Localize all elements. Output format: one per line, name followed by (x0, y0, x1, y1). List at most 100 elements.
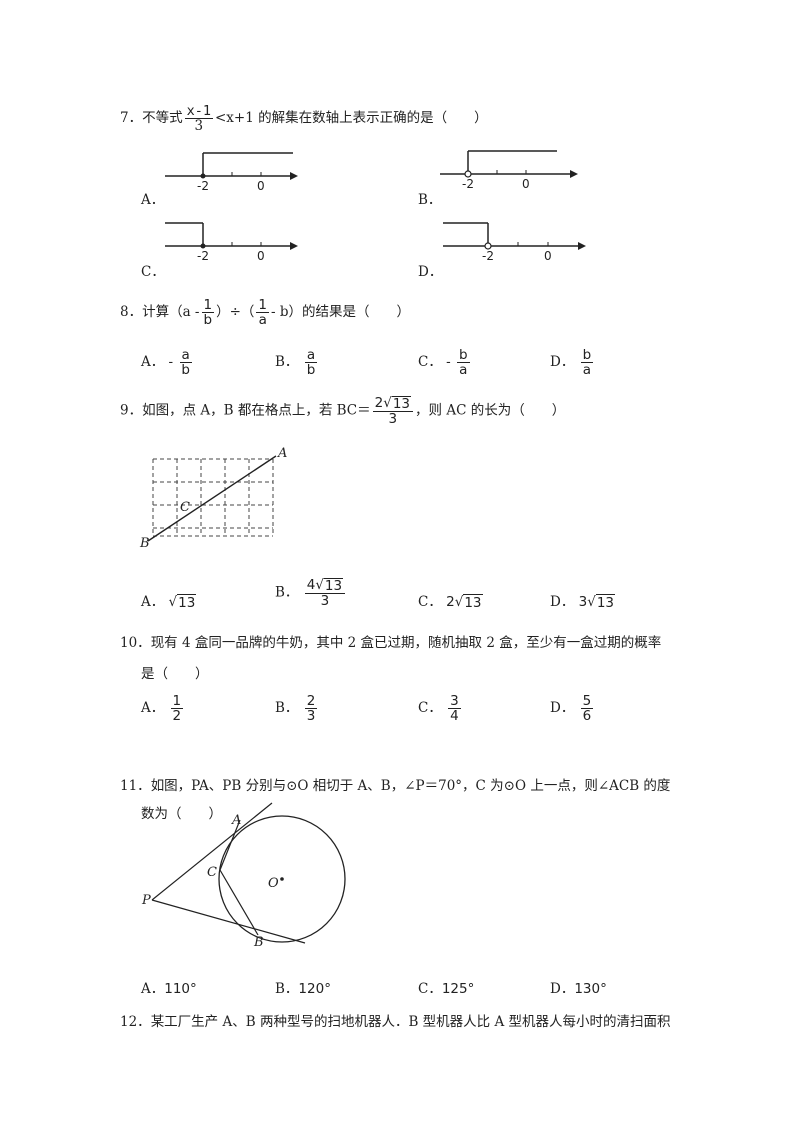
q7b-tick-neg2: -2 (462, 177, 474, 191)
q11-label-c: C (207, 865, 217, 880)
q7c-tick-neg2: -2 (197, 249, 209, 263)
q7a-tick-neg2: -2 (197, 179, 209, 193)
q8-f2-den: a (258, 312, 267, 329)
q9-option-b-rad: 13 (323, 578, 344, 594)
q9-option-d-label: D． (550, 594, 575, 610)
q8-f2-num: 1 (256, 297, 269, 314)
q8-f1-num: 1 (201, 297, 215, 314)
q9-option-c[interactable]: C． 2√13 (418, 594, 483, 611)
q9-label-a: A (277, 446, 287, 461)
q10-option-d-num: 5 (580, 693, 594, 710)
q11-option-a-label: A． (141, 981, 165, 997)
q8-text-c: - b）的结果是（ ） (271, 304, 410, 321)
q7-option-c-label[interactable]: C． (141, 264, 165, 280)
q7-numberline-d: -2 0 (443, 222, 586, 263)
q8-f1-den: b (203, 312, 213, 329)
q10-option-a-den: 2 (172, 708, 182, 725)
q9-bc-rad: 13 (391, 396, 412, 412)
q11-text-line1: 如图，PA、PB 分别与⊙O 相切于 A、B，∠P＝70°，C 为⊙O 上一点，… (150, 778, 671, 794)
q9-option-b-den: 3 (320, 593, 330, 610)
q11-option-c-label: C． (418, 981, 442, 997)
q8-option-c-sign: - (446, 354, 451, 371)
q8-option-a-den: b (181, 362, 190, 379)
q9-grid-figure: A B C (139, 446, 287, 551)
q11-option-d-value: 130° (574, 981, 607, 997)
q7-frac-den: 3 (194, 118, 204, 135)
q11-label-a: A (231, 813, 241, 828)
q11-circle-figure: A B C O P (141, 802, 346, 950)
q9-option-d[interactable]: D． 3√13 (550, 594, 616, 611)
q10-option-a-num: 1 (170, 693, 184, 710)
q11-option-c[interactable]: C．125° (418, 977, 474, 997)
q9-option-a-rad: 13 (177, 594, 197, 611)
q7-numberline-a: -2 0 (165, 152, 298, 193)
q11-stem-line1: 11．如图，PA、PB 分别与⊙O 相切于 A、B，∠P＝70°，C 为⊙O 上… (120, 774, 670, 794)
q8-option-a-sign: - (168, 354, 174, 371)
q9-option-b-label: B． (275, 584, 299, 601)
q7d-tick-neg2: -2 (482, 249, 494, 263)
q9-option-a[interactable]: A． √13 (141, 594, 197, 611)
q11-option-d[interactable]: D．130° (550, 977, 607, 997)
q8-option-b-den: b (306, 362, 316, 379)
q7-number: 7． (120, 110, 143, 127)
q11-label-b: B (253, 935, 264, 950)
q8-option-d-label: D． (550, 354, 575, 371)
q10-option-c-label: C． (418, 700, 442, 717)
q8-option-c-den: a (459, 362, 468, 379)
q10-option-b-label: B． (275, 700, 299, 717)
q9-label-b: B (139, 536, 150, 551)
q7-option-d-label[interactable]: D． (418, 264, 443, 280)
q7-option-a-label[interactable]: A． (141, 192, 165, 208)
q11-option-a[interactable]: A．110° (141, 977, 197, 997)
q7-option-b-label[interactable]: B． (418, 192, 442, 208)
q10-option-a-label: A． (141, 700, 165, 717)
q8-option-d-num: b (580, 347, 594, 364)
q8-option-b-num: a (304, 347, 318, 364)
q7d-tick-0: 0 (544, 249, 552, 263)
q11-option-b[interactable]: B．120° (275, 977, 331, 997)
q7-text-post: <x+1 的解集在数轴上表示正确的是（ ） (214, 110, 488, 127)
q9-number: 9． (120, 402, 143, 419)
q12-stem-line1: 12．某工厂生产 A、B 两种型号的扫地机器人．B 型机器人比 A 型机器人每小… (120, 1010, 670, 1030)
q9-option-d-rad: 13 (595, 594, 616, 611)
q8-option-c-num: b (457, 347, 470, 364)
q9-option-d-coef: 3 (578, 594, 588, 610)
q12-text-line1: 某工厂生产 A、B 两种型号的扫地机器人．B 型机器人比 A 型机器人每小时的清… (150, 1014, 671, 1030)
q9-bc-den: 3 (388, 411, 398, 428)
q9-option-c-coef: 2 (446, 594, 455, 610)
q11-number: 11． (120, 778, 151, 794)
q11-option-a-value: 110° (164, 981, 197, 997)
q10-number: 10． (120, 635, 151, 651)
q11-option-b-value: 120° (298, 981, 331, 997)
q7b-tick-0: 0 (522, 177, 530, 191)
q10-stem-line1: 10．现有 4 盒同一品牌的牛奶，其中 2 盒已过期，随机抽取 2 盒，至少有一… (120, 631, 661, 651)
q8-number: 8． (120, 304, 143, 321)
q9-text-a: 如图，点 A，B 都在格点上，若 BC＝ (142, 402, 371, 419)
q10-text-line1: 现有 4 盒同一品牌的牛奶，其中 2 盒已过期，随机抽取 2 盒，至少有一盒过期… (150, 635, 662, 651)
q10-option-c-num: 3 (448, 693, 461, 710)
q8-option-a-label: A． (141, 354, 165, 371)
q7a-tick-0: 0 (257, 179, 265, 193)
q8-option-b-label: B． (275, 354, 299, 371)
q9-text-b: ，则 AC 的长为（ ） (415, 402, 566, 419)
